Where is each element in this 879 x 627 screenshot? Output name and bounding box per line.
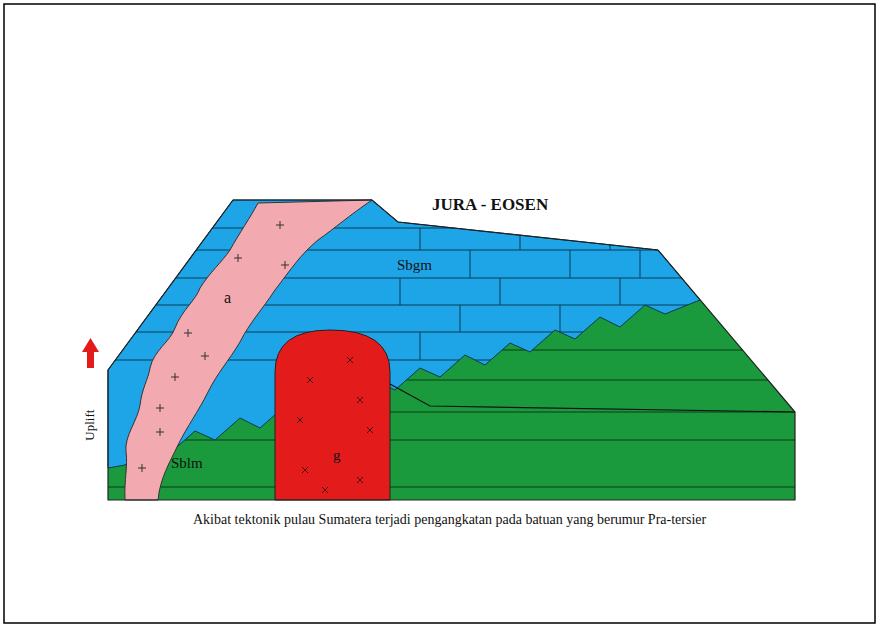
unit-label: Sblm bbox=[171, 455, 203, 472]
frame bbox=[4, 4, 875, 623]
contact-line bbox=[390, 384, 795, 412]
unit-label: Sbgm bbox=[397, 257, 432, 274]
x-pattern bbox=[297, 357, 373, 493]
unit-label: g bbox=[333, 447, 341, 464]
block-outline bbox=[108, 200, 795, 500]
unit-label: a bbox=[224, 289, 231, 307]
uplift-arrow bbox=[82, 338, 99, 368]
uplift-label: Uplift bbox=[83, 410, 97, 441]
cross-pattern bbox=[138, 221, 289, 472]
caption: Akibat tektonik pulau Sumatera terjadi p… bbox=[193, 512, 706, 527]
diagram-title: JURA - EOSEN bbox=[432, 196, 548, 215]
granite-pluton bbox=[275, 330, 390, 500]
